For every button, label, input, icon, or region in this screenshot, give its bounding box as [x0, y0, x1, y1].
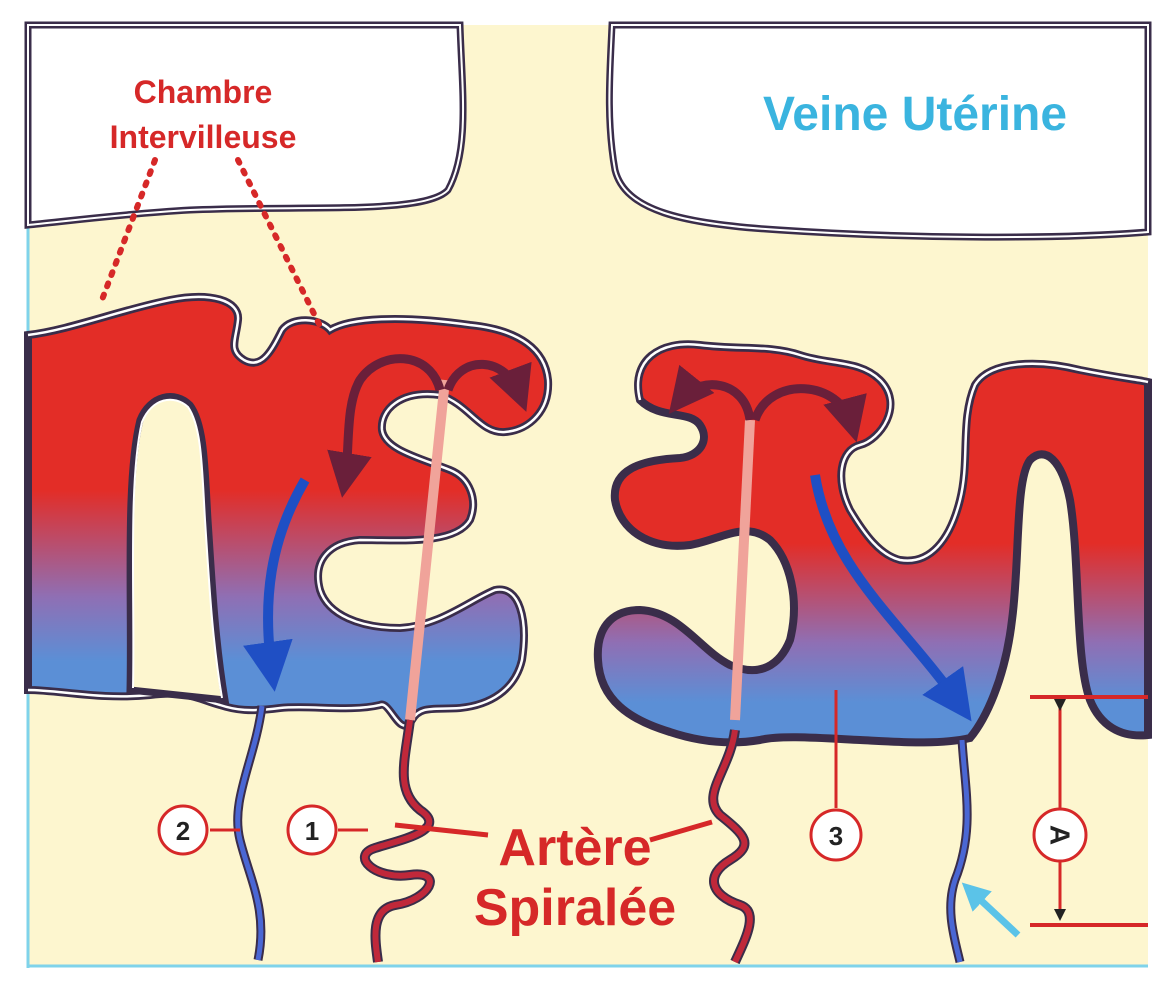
- svg-text:2: 2: [176, 816, 190, 846]
- pointer-artery-left: [394, 822, 489, 838]
- pointer-chamber-left: [97, 157, 158, 308]
- label-chambre: Chambre: [134, 74, 273, 110]
- pointer-chamber-right: [235, 157, 325, 333]
- marker-1: 1: [286, 804, 338, 856]
- marker-2: 2: [157, 804, 209, 856]
- flow-arrow-left-a: [327, 354, 445, 498]
- svg-text:1: 1: [305, 816, 319, 846]
- marker-3: 3: [809, 808, 863, 862]
- arterial-jet-left: [405, 379, 450, 721]
- flow-arrow-left-b: [443, 359, 532, 412]
- flow-arrow-right-b: [750, 384, 867, 443]
- svg-text:3: 3: [829, 821, 843, 851]
- label-intervilleuse: Intervilleuse: [110, 119, 297, 155]
- marker-a: A: [1032, 807, 1088, 863]
- flow-arrow-right-a: [668, 364, 755, 421]
- flow-arrow-left-down: [243, 477, 310, 692]
- villus-left: [126, 393, 230, 704]
- arterial-jet-right: [730, 419, 755, 721]
- cyan-pointer-arrow: [961, 882, 1021, 938]
- label-spiralee: Spiralée: [474, 879, 676, 937]
- label-veine-uterine: Veine Utérine: [763, 88, 1067, 141]
- flow-arrow-right-down: [810, 474, 972, 722]
- pointer-artery-right: [649, 819, 713, 843]
- label-artere: Artère: [498, 819, 651, 877]
- svg-text:A: A: [1045, 825, 1076, 845]
